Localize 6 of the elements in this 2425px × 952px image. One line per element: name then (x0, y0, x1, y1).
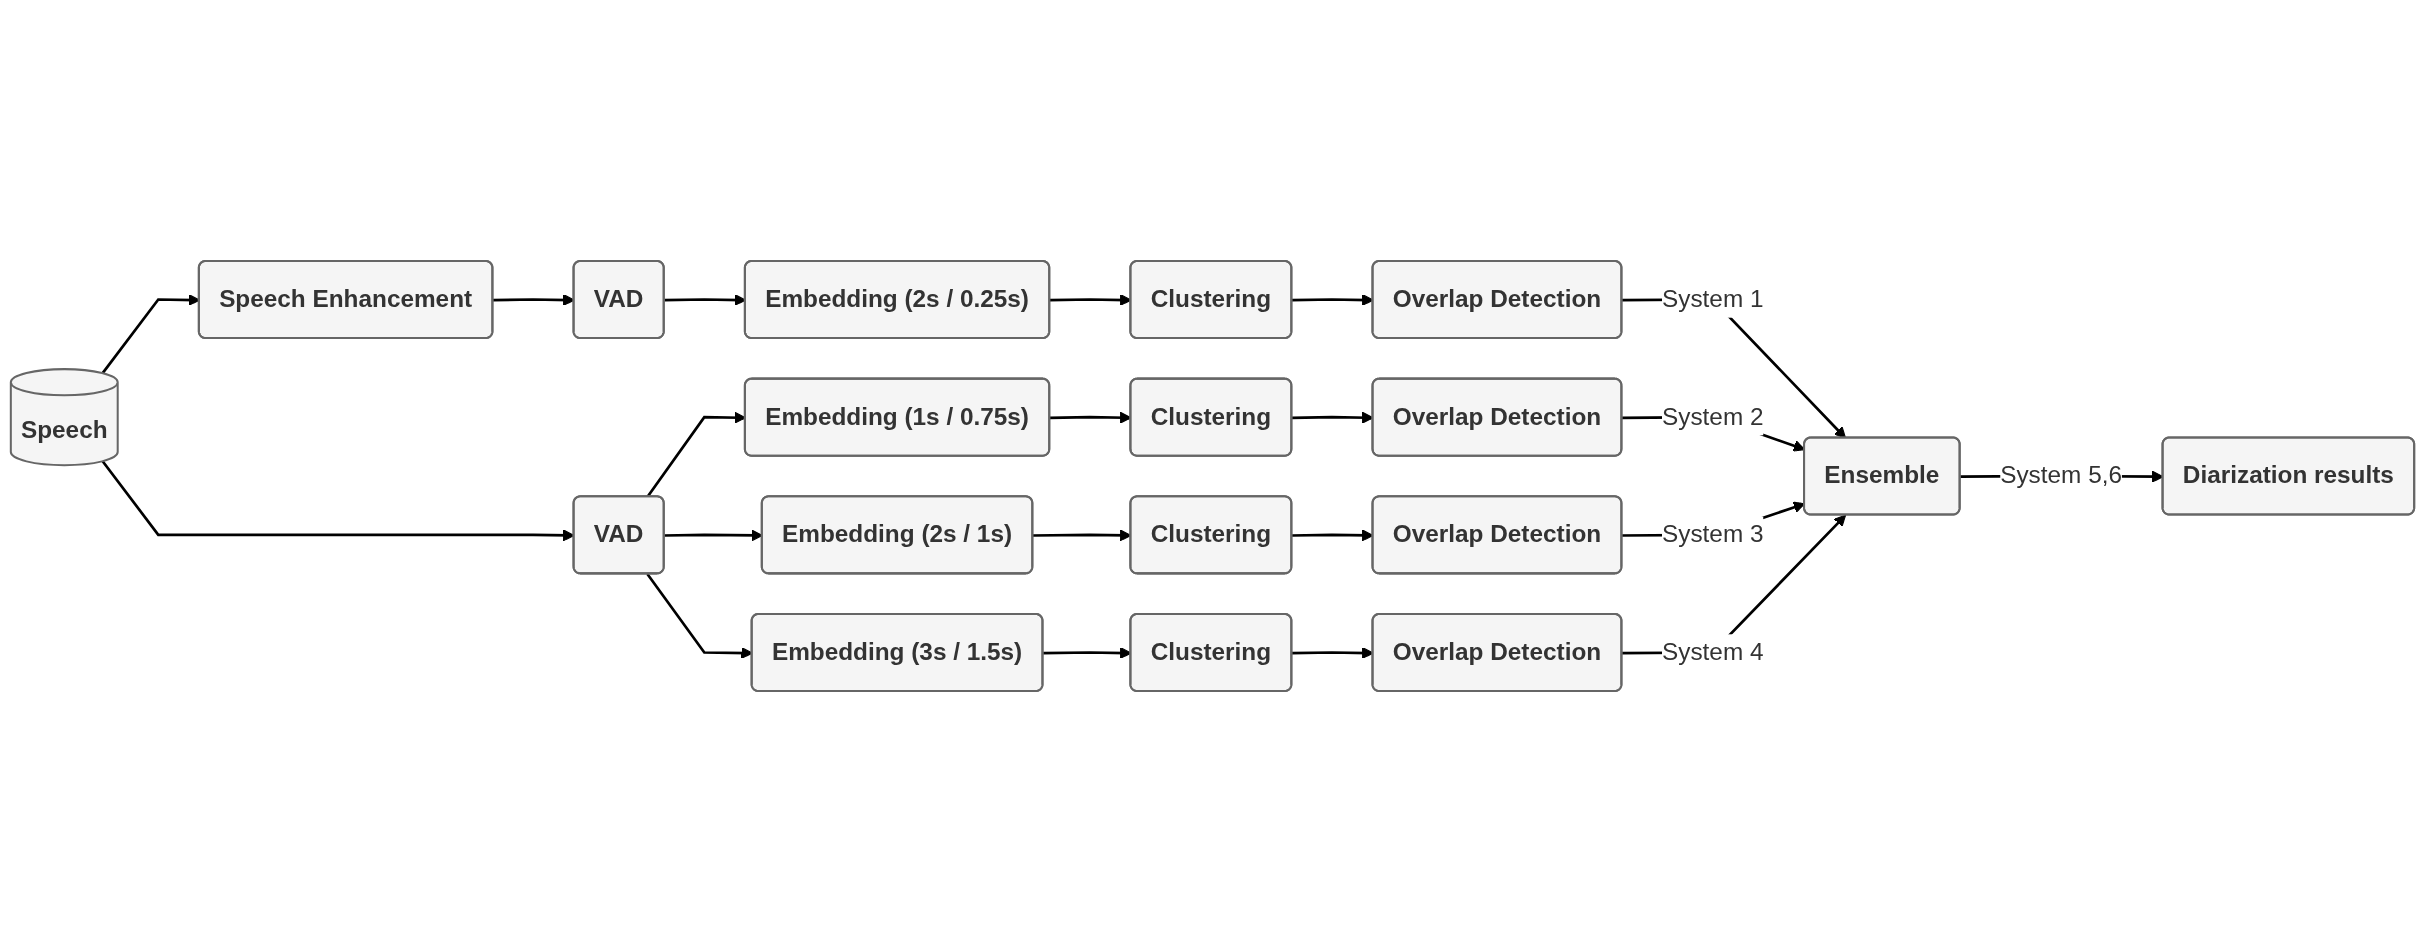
edge-label: System 4 (1661, 638, 1764, 666)
edge-label: System 5,6 (2000, 461, 2122, 489)
arrow (1622, 514, 1847, 655)
edge-label: System 3 (1661, 520, 1764, 548)
edge-label: System 1 (1661, 285, 1764, 313)
edge-label: System 2 (1661, 402, 1764, 431)
